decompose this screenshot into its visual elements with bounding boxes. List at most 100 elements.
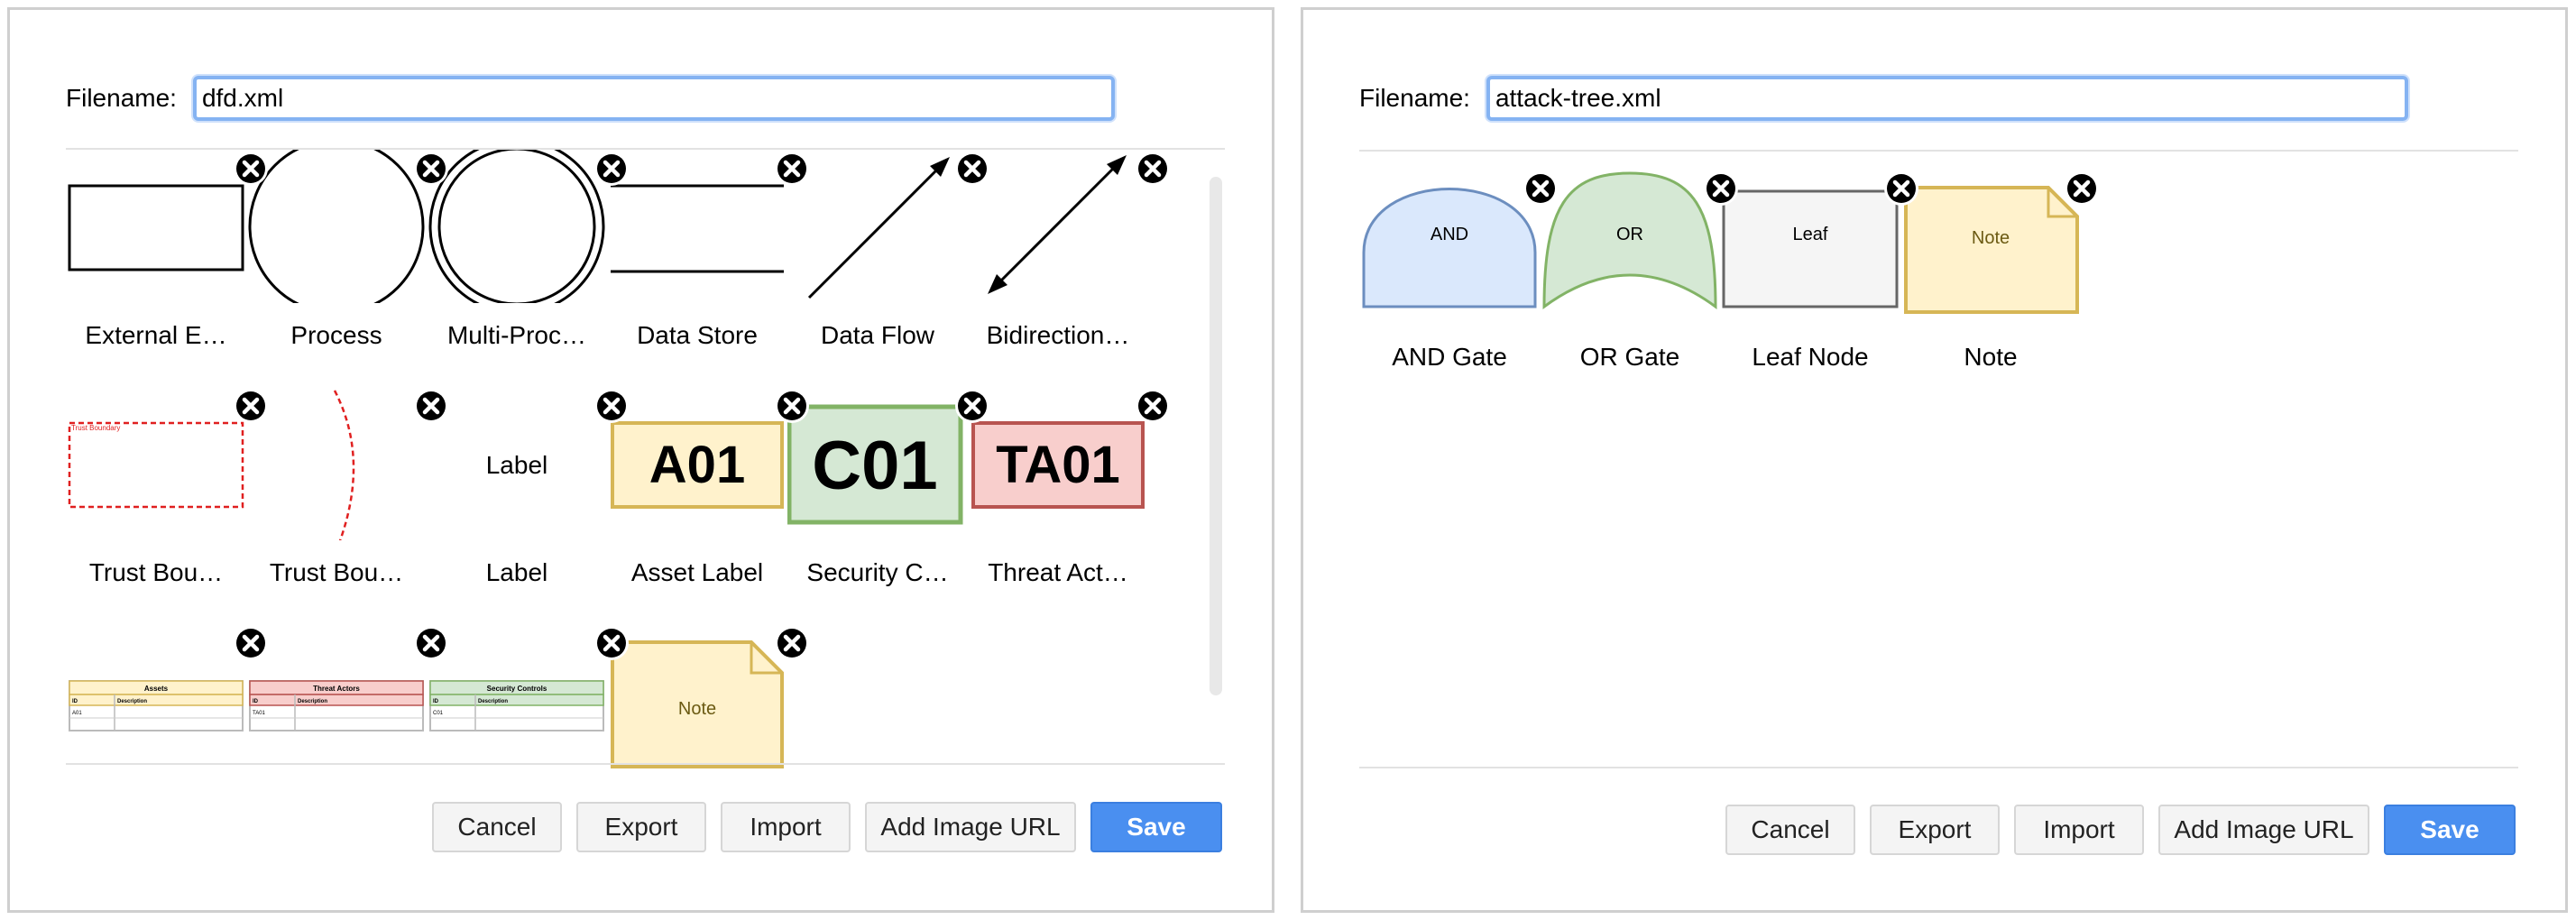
data-flow-arrow-shape[interactable] (787, 150, 968, 303)
delete-item-icon[interactable] (232, 150, 270, 188)
library-item-label: AND Gate (1392, 343, 1507, 371)
save-button[interactable]: Save (1090, 802, 1222, 852)
threat-actor-text: TA01 (996, 436, 1120, 494)
delete-item-icon[interactable] (593, 387, 630, 425)
library-item[interactable]: Leaf Leaf Node (1720, 171, 1900, 406)
library-item[interactable]: Note Note (1900, 171, 2081, 406)
data-store-lines-shape[interactable] (607, 150, 787, 303)
filename-input[interactable] (192, 76, 1115, 121)
delete-item-icon[interactable] (412, 150, 450, 188)
asset-label-shape[interactable]: A01 (607, 387, 787, 540)
library-item-label: Note (1964, 343, 2018, 371)
library-item[interactable]: C01 Security C… (787, 387, 968, 621)
label-shape-text: Label (486, 451, 548, 479)
library-item[interactable]: Label Label (427, 387, 607, 621)
library-item[interactable]: Security Controls ID Description C01 (427, 624, 607, 772)
bidirectional-arrow-shape[interactable] (968, 150, 1148, 303)
note-shape[interactable]: Note (607, 624, 787, 772)
library-item[interactable]: TA01 Threat Act… (968, 387, 1148, 621)
external-entity-shape[interactable] (66, 150, 246, 303)
delete-item-icon[interactable] (773, 387, 811, 425)
library-item[interactable]: Process (246, 150, 427, 384)
delete-item-icon[interactable] (2063, 170, 2101, 207)
asset-label-text: A01 (649, 436, 745, 494)
shape-library-grid: External E… Process Multi-Proc… Data Sto… (66, 150, 1229, 772)
library-item-label: Label (485, 558, 548, 586)
delete-item-icon[interactable] (1522, 170, 1559, 207)
multi-process-double-circle-shape[interactable] (427, 150, 607, 303)
library-item[interactable]: Trust Bou… (246, 387, 427, 621)
cancel-button[interactable]: Cancel (1725, 805, 1855, 855)
label-text-shape[interactable]: Label (427, 387, 607, 540)
or-gate-shape[interactable]: OR (1540, 171, 1720, 325)
delete-item-icon[interactable] (953, 150, 991, 188)
security-control-label-shape[interactable]: C01 (787, 387, 968, 540)
table-title: Assets (144, 685, 169, 693)
delete-item-icon[interactable] (412, 387, 450, 425)
delete-item-icon[interactable] (773, 150, 811, 188)
export-button[interactable]: Export (576, 802, 706, 852)
library-item[interactable]: OR OR Gate (1540, 171, 1720, 406)
library-item-label: Multi-Proc… (446, 321, 586, 349)
delete-item-icon[interactable] (953, 387, 991, 425)
delete-item-icon[interactable] (232, 387, 270, 425)
delete-item-icon[interactable] (1882, 170, 1920, 207)
attack-tree-library-dialog: Filename: AND AND Gate OR OR Gate Leaf L… (1301, 7, 2568, 913)
add-image-url-button[interactable]: Add Image URL (2158, 805, 2369, 855)
delete-item-icon[interactable] (593, 150, 630, 188)
import-button[interactable]: Import (2014, 805, 2144, 855)
library-item-label: OR Gate (1579, 343, 1680, 371)
export-button[interactable]: Export (1870, 805, 2000, 855)
delete-item-icon[interactable] (773, 624, 811, 662)
table-col-id: ID (433, 699, 439, 704)
delete-item-icon[interactable] (1134, 387, 1172, 425)
library-item[interactable]: AND AND Gate (1359, 171, 1540, 406)
leaf-node-shape[interactable]: Leaf (1720, 171, 1900, 325)
note-shape[interactable]: Note (1900, 171, 2081, 325)
table-row-id: C01 (433, 711, 444, 716)
filename-label: Filename: (1359, 84, 1470, 112)
library-item-label: Asset Label (630, 558, 764, 586)
trust-boundary-box-shape[interactable]: Trust Boundary (66, 387, 246, 540)
library-item-label: Trust Bou… (269, 558, 404, 586)
filename-row: Filename: (66, 71, 1115, 125)
save-button[interactable]: Save (2384, 805, 2516, 855)
library-item[interactable]: Bidirection… (968, 150, 1148, 384)
library-item[interactable]: A01 Asset Label (607, 387, 787, 621)
library-scrollbar[interactable] (1210, 177, 1222, 695)
table-title: Security Controls (487, 685, 547, 693)
delete-item-icon[interactable] (593, 624, 630, 662)
security-controls-table-shape[interactable]: Security Controls ID Description C01 (427, 624, 607, 772)
delete-item-icon[interactable] (1702, 170, 1740, 207)
delete-item-icon[interactable] (232, 624, 270, 662)
library-item[interactable]: External E… (66, 150, 246, 384)
library-item-label: Bidirection… (986, 321, 1130, 349)
divider-top (66, 148, 1225, 150)
filename-input[interactable] (1486, 76, 2408, 121)
and-gate-shape[interactable]: AND (1359, 171, 1540, 325)
library-item[interactable]: Trust Boundary Trust Bou… (66, 387, 246, 621)
threat-actors-table-shape[interactable]: Threat Actors ID Description TA01 (246, 624, 427, 772)
note-text: Note (1972, 228, 2010, 248)
library-item[interactable]: Assets ID Description A01 (66, 624, 246, 772)
library-item[interactable]: Threat Actors ID Description TA01 (246, 624, 427, 772)
library-item[interactable]: Data Flow (787, 150, 968, 384)
add-image-url-button[interactable]: Add Image URL (865, 802, 1076, 852)
delete-item-icon[interactable] (412, 624, 450, 662)
library-item[interactable]: Note (607, 624, 787, 772)
shape-library-grid: AND AND Gate OR OR Gate Leaf Leaf Node N… (1359, 152, 2523, 765)
import-button[interactable]: Import (721, 802, 851, 852)
library-item-label: Leaf Node (1752, 343, 1869, 371)
assets-table-shape[interactable]: Assets ID Description A01 (66, 624, 246, 772)
library-item[interactable]: Data Store (607, 150, 787, 384)
trust-boundary-curve-shape[interactable] (246, 387, 427, 540)
divider-top (1359, 150, 2518, 152)
library-item-label: Process (290, 321, 382, 349)
delete-item-icon[interactable] (1134, 150, 1172, 188)
library-item[interactable]: Multi-Proc… (427, 150, 607, 384)
threat-actor-label-shape[interactable]: TA01 (968, 387, 1148, 540)
cancel-button[interactable]: Cancel (432, 802, 562, 852)
process-circle-shape[interactable] (246, 150, 427, 303)
table-col-id: ID (72, 699, 78, 704)
library-item-label: Trust Bou… (88, 558, 224, 586)
